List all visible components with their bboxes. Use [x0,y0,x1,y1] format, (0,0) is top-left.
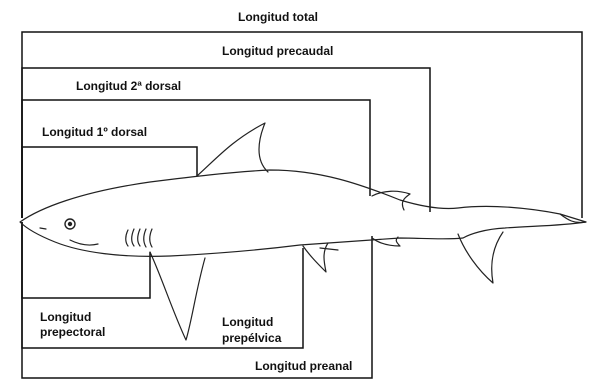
bracket-longitud-2-dorsal [22,100,370,218]
label-longitud-2-dorsal: Longitud 2ª dorsal [76,79,181,93]
pupil [68,222,72,226]
label-longitud-1-dorsal: Longitud 1º dorsal [42,125,147,139]
label-longitud-prepectoral-line2: prepectoral [40,325,105,339]
label-longitud-prepectoral-line1: Longitud [40,310,91,324]
label-longitud-precaudal: Longitud precaudal [222,44,333,58]
label-longitud-total: Longitud total [238,10,318,24]
gill-slits [126,229,152,247]
shark-body-outline [20,170,586,256]
label-longitud-prepelvica-line2: prepélvica [222,331,282,345]
caudal-fin-lower-lobe [458,232,503,283]
pectoral-fin [150,252,205,340]
mouth [70,240,98,245]
bracket-longitud-prepectoral [22,222,150,298]
clasper [320,248,338,250]
pelvic-fin [303,243,328,272]
label-longitud-prepelvica-line1: Longitud [222,315,273,329]
nostril [40,228,46,229]
label-longitud-preanal: Longitud preanal [255,359,352,373]
first-dorsal-fin [197,123,268,176]
bracket-longitud-preanal [22,222,372,378]
measurement-labels: Longitud total Longitud precaudal Longit… [40,10,352,373]
second-dorsal-fin [372,191,410,210]
